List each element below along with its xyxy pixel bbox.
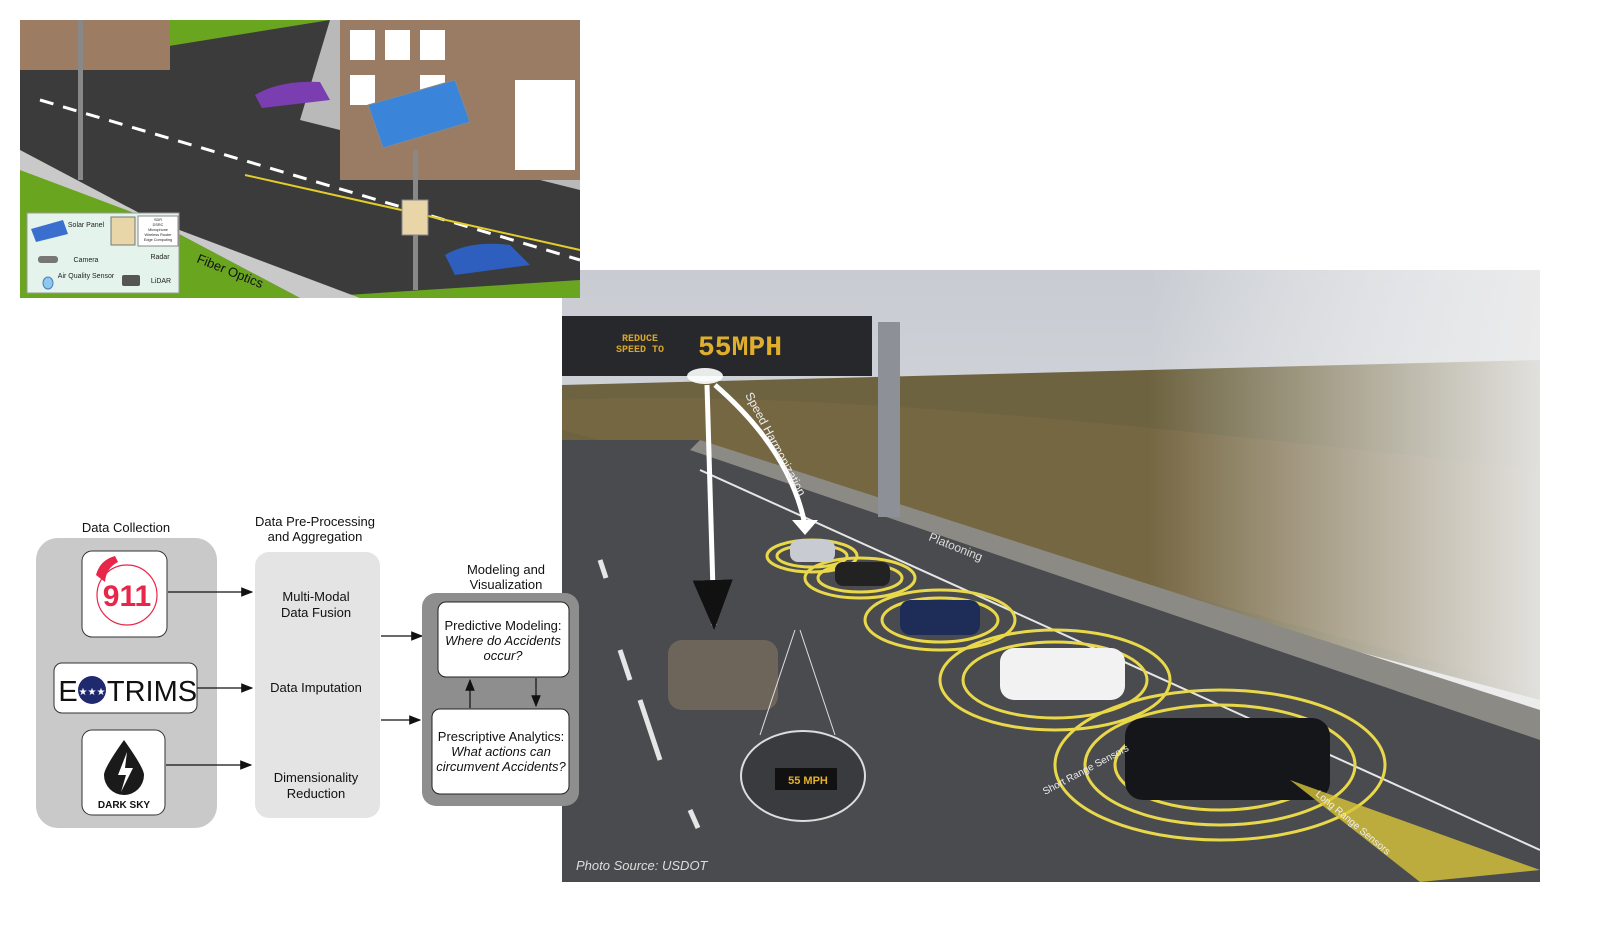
message-sign: [562, 316, 872, 376]
svg-text:Predictive Modeling:: Predictive Modeling:: [444, 618, 561, 633]
tennessee-stars-icon: [78, 676, 106, 704]
svg-text:E: E: [58, 676, 77, 708]
sign-text-small: REDUCE: [622, 334, 658, 345]
barrier: [690, 440, 1540, 740]
dash-speed: 55 MPH: [788, 775, 828, 787]
svg-text:Camera: Camera: [74, 257, 99, 264]
svg-text:Where do Accidents: Where do Accidents: [445, 633, 561, 648]
predictive-box: [437, 601, 570, 678]
prescriptive-box: [431, 708, 570, 795]
arrows: [166, 587, 424, 770]
blue-car: [445, 243, 530, 275]
solar-panel: [367, 79, 471, 149]
purple-car: [255, 81, 330, 108]
svg-text:Edge Computing: Edge Computing: [144, 238, 172, 242]
svg-text:DSRC: DSRC: [153, 223, 164, 227]
smart-intersection-illustration: Fiber Optics Solar Panel SDR DSRC Microp…: [20, 20, 581, 298]
beacon-icon: [687, 368, 723, 384]
svg-text:LiDAR: LiDAR: [151, 278, 171, 285]
data-collection-title: Data Collection: [82, 520, 170, 535]
solar-panel-icon: [31, 220, 68, 242]
svg-text:★★★: ★★★: [79, 687, 106, 698]
svg-text:Visualization: Visualization: [470, 577, 543, 592]
lead-car: [668, 640, 778, 710]
svg-text:and Aggregation: and Aggregation: [268, 529, 363, 544]
sign-pole: [878, 322, 900, 517]
svg-text:Radar: Radar: [150, 254, 170, 261]
phone-icon: [96, 564, 158, 626]
highway-photo: REDUCE SPEED TO 55MPH Speed Harmonizatio…: [562, 270, 1541, 882]
sign-speed: 55MPH: [698, 333, 782, 364]
broadcast-arrow: [692, 384, 733, 630]
sign-text-small: SPEED TO: [616, 345, 664, 356]
preprocessing-box: [255, 552, 380, 818]
svg-text:SDR: SDR: [154, 218, 162, 222]
edge-box-icon: [110, 216, 136, 246]
camera-icon: [38, 256, 58, 263]
svg-text:Microphone: Microphone: [148, 228, 168, 232]
etrims-label: TRIMS: [107, 676, 197, 708]
speed-harmonization-arrow: [713, 383, 808, 526]
svg-text:Data Pre-Processing: Data Pre-Processing: [255, 514, 375, 529]
step-dim-reduction: Dimensionality: [274, 770, 359, 785]
svg-text:Modeling and: Modeling and: [467, 562, 545, 577]
step-fusion: Multi-Modal: [282, 589, 349, 604]
svg-text:Reduction: Reduction: [287, 786, 346, 801]
svg-text:911: 911: [103, 580, 151, 613]
svg-text:occur?: occur?: [483, 648, 523, 663]
svg-text:Prescriptive Analytics:: Prescriptive Analytics:: [438, 729, 564, 744]
platoon-cars: [790, 540, 1540, 882]
air-quality-sensor-icon: [42, 276, 54, 290]
svg-text:circumvent Accidents?: circumvent Accidents?: [436, 759, 566, 774]
svg-text:Data Fusion: Data Fusion: [281, 605, 351, 620]
svg-text:What actions can: What actions can: [451, 744, 551, 759]
pipeline-diagram: Data Collection 911 E ★★★ TRIMS DARK SKY…: [36, 514, 579, 828]
svg-text:DARK SKY: DARK SKY: [98, 800, 151, 811]
svg-text:Wireless Router: Wireless Router: [144, 233, 172, 237]
step-imputation: Data Imputation: [270, 680, 362, 695]
lidar-icon: [122, 275, 140, 286]
svg-text:Solar Panel: Solar Panel: [68, 222, 105, 229]
long-range-beam: [1290, 780, 1540, 882]
svg-text:Air Quality Sensor: Air Quality Sensor: [58, 273, 115, 280]
photo-source: Photo Source: USDOT: [576, 858, 709, 873]
